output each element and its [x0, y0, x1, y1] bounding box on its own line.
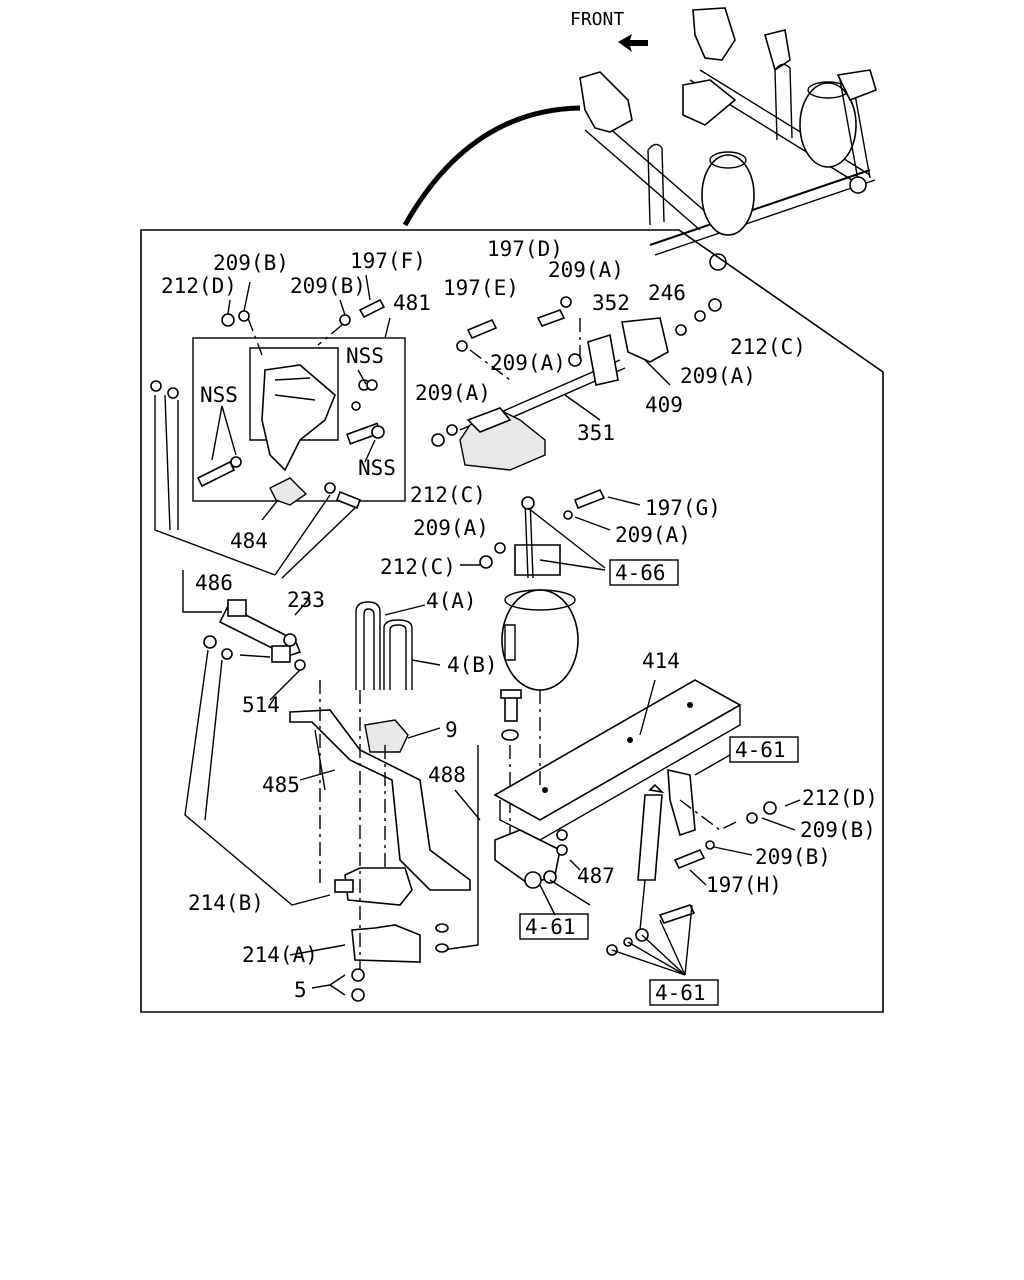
label-209a-4: 209(A)	[415, 381, 491, 405]
label-209a-2: 209(A)	[490, 351, 566, 375]
shock-absorber	[606, 768, 777, 956]
label-209a-5: 209(A)	[413, 516, 489, 540]
label-209b-right-1: 209(B)	[800, 818, 876, 842]
label-9: 9	[445, 718, 458, 742]
u-bolts	[355, 601, 441, 690]
detail-frame	[140, 229, 884, 1013]
label-209a-3: 209(A)	[680, 364, 756, 388]
label-209b-top: 209(B)	[213, 251, 289, 275]
label-212c-1: 212(C)	[730, 335, 806, 359]
label-4a: 4(A)	[426, 589, 477, 613]
label-209a-1: 209(A)	[548, 258, 624, 282]
label-514: 514	[242, 693, 280, 717]
label-481: 481	[393, 291, 431, 315]
leaf-spring	[289, 709, 471, 891]
label-197g: 197(G)	[645, 496, 721, 520]
label-5: 5	[294, 978, 307, 1002]
label-214b: 214(B)	[188, 891, 264, 915]
label-197e: 197(E)	[443, 276, 519, 300]
front-arrow-icon	[618, 34, 648, 52]
overview-thumbnail: FRONT	[570, 7, 877, 271]
label-197d: 197(D)	[487, 237, 563, 261]
label-4b: 4(B)	[447, 653, 498, 677]
label-197h: 197(H)	[706, 873, 782, 897]
ref-box-4-61-right[interactable]: 4-61	[729, 736, 799, 763]
label-209b-right-2: 209(B)	[755, 845, 831, 869]
callout-labels: 209(B) 212(D) 197(F) 209(B) 481 NSS NSS …	[161, 237, 878, 1002]
label-484: 484	[230, 529, 268, 553]
label-209a-6: 209(A)	[615, 523, 691, 547]
label-209b-mid: 209(B)	[290, 274, 366, 298]
label-214a: 214(A)	[242, 943, 318, 967]
air-spring	[501, 496, 579, 790]
torque-rod	[182, 570, 311, 663]
label-212c-2: 212(C)	[410, 483, 486, 507]
label-nss-1: NSS	[346, 344, 384, 368]
ref-box-4-61-bottom[interactable]: 4-61	[649, 979, 719, 1006]
label-352: 352	[592, 291, 630, 315]
label-409: 409	[645, 393, 683, 417]
label-487: 487	[577, 864, 615, 888]
label-486: 486	[195, 571, 233, 595]
label-351: 351	[577, 421, 615, 445]
ref-4-66-text: 4-66	[615, 561, 666, 585]
label-197f: 197(F)	[350, 249, 426, 273]
hanger-bracket-group	[192, 298, 406, 506]
label-212d-right: 212(D)	[802, 786, 878, 810]
zoom-callout-arc	[402, 105, 581, 227]
ref-4-61-right-text: 4-61	[735, 738, 786, 762]
label-414: 414	[642, 649, 680, 673]
label-488: 488	[428, 763, 466, 787]
label-233: 233	[287, 588, 325, 612]
label-212d-top: 212(D)	[161, 274, 237, 298]
label-212c-3: 212(C)	[380, 555, 456, 579]
ref-box-4-61-mid[interactable]: 4-61	[519, 913, 589, 940]
ref-4-61-bottom-text: 4-61	[655, 981, 706, 1005]
label-nss-2: NSS	[200, 383, 238, 407]
label-nss-3: NSS	[358, 456, 396, 480]
ref-4-61-mid-text: 4-61	[525, 915, 576, 939]
label-485: 485	[262, 773, 300, 797]
rail-414	[493, 679, 742, 841]
ref-box-4-66[interactable]: 4-66	[609, 559, 679, 586]
torsion-rod	[431, 296, 722, 471]
front-label: FRONT	[570, 9, 624, 30]
label-246: 246	[648, 281, 686, 305]
